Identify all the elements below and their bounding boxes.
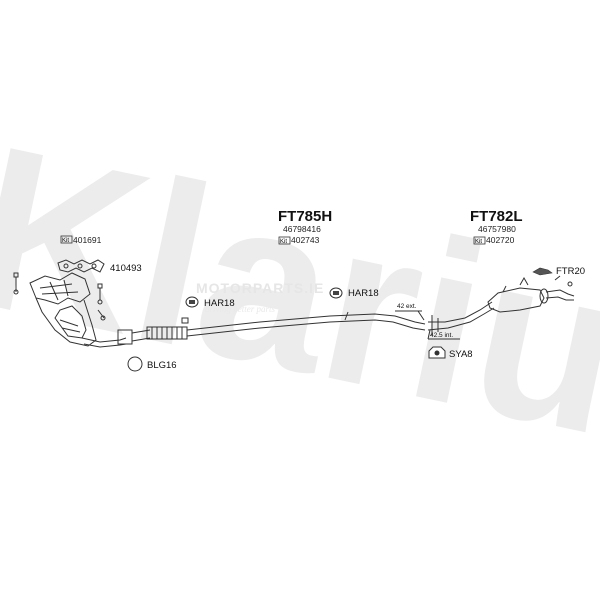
- klarius-watermark: Klarius: [0, 96, 600, 509]
- kit-401691-callout: Kit 401691: [60, 235, 102, 245]
- watermark-tagline: driving better parts: [205, 304, 275, 314]
- ft782l-callout: FT782L 46757980 Kit 402720: [470, 208, 523, 245]
- har18-left-label: HAR18: [204, 298, 235, 309]
- ft782l-kit-prefix: Kit: [475, 239, 482, 245]
- ft785h-callout: FT785H 46798416 Kit 402743: [278, 208, 332, 245]
- sya8-part: SYA8: [428, 346, 473, 360]
- watermark-brand: Klarius: [0, 96, 600, 509]
- ftr20-label: FTR20: [556, 266, 585, 277]
- part-410493-label: 410493: [110, 263, 142, 274]
- rear-silencer: [427, 275, 575, 335]
- gasket-410493: 410493: [57, 259, 142, 274]
- motorparts-watermark: MOTORPARTS.IE driving better parts: [196, 280, 324, 314]
- dimension-42-5-int: 42.5 int.: [427, 329, 460, 340]
- blg16-part: BLG16: [127, 356, 177, 372]
- ft785h-part-number: 46798416: [283, 224, 321, 234]
- watermark-site: MOTORPARTS.IE: [196, 280, 324, 296]
- har18-left-part: HAR18: [185, 296, 235, 309]
- front-manifold-catalyst: [13, 272, 188, 348]
- kit-401691-prefix: Kit: [62, 238, 69, 244]
- ft785h-kit-number: 402743: [291, 235, 320, 245]
- kit-401691-number: 401691: [73, 235, 102, 245]
- har18-mid-part: HAR18: [329, 287, 379, 299]
- ft782l-part-number: 46757980: [478, 224, 516, 234]
- ftr20-part: FTR20: [532, 266, 585, 277]
- ft782l-code: FT782L: [470, 208, 523, 225]
- ft782l-kit-number: 402720: [486, 235, 515, 245]
- blg16-label: BLG16: [147, 360, 177, 371]
- dim-42-ext-label: 42 ext.: [397, 303, 417, 310]
- sya8-label: SYA8: [449, 349, 473, 360]
- har18-mid-label: HAR18: [348, 288, 379, 299]
- dim-42-5-int-label: 42.5 int.: [430, 332, 453, 339]
- ft785h-code: FT785H: [278, 208, 332, 225]
- ft785h-kit-prefix: Kit: [280, 239, 287, 245]
- middle-pipe: [181, 311, 426, 337]
- dimension-42-ext: 42 ext.: [395, 303, 425, 321]
